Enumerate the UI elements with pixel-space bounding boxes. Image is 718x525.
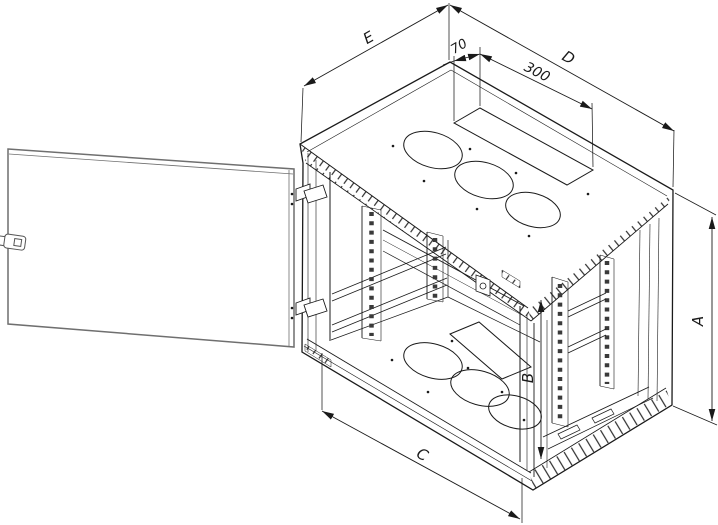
left-wall-bottom-edge [330,296,449,341]
rack-rail-back-left [426,231,444,303]
bottom-panel-screw-holes [390,339,526,422]
dimension-300 [479,53,594,168]
cable-entry-hole-bottom-2 [450,369,510,407]
door-hinge-top [290,183,328,206]
dimension-line [303,4,449,87]
door-top-inner-edge [8,153,294,175]
extension-line [300,87,304,143]
cabinet-interior [330,205,660,450]
bottom-right-vent-band [528,387,671,489]
bottom-panel [390,321,542,430]
vent-slots-front-bevel [300,144,531,321]
dimension-e [300,3,450,143]
dimension-label-a: A [689,316,707,327]
extension-line [672,129,675,188]
cable-entry-hole-top-2 [454,160,514,200]
lock-cylinder [13,237,23,248]
dimensions: E D 70 300 A B C [300,3,718,523]
cabinet-body [299,61,674,491]
right-panel-frame-lines [637,217,660,402]
top-panel-screw-holes [391,144,590,238]
rack-rail-front-left [361,205,382,342]
dimension-a [672,192,718,426]
dimension-tail [442,60,455,66]
rack-rail-front-right [551,276,569,428]
vent-slots-right-bevel [528,190,673,321]
extension-line [672,405,718,426]
extension-line [674,192,717,216]
door-panel [7,148,295,348]
cable-entry-hole-top-1 [403,130,463,170]
dimension-label-e: E [360,27,378,48]
door-hinge-bottom [290,297,328,320]
right-side-struts [567,292,607,354]
rack-rail-back-right [599,254,615,390]
door-lock [0,233,27,251]
door-hinges [290,183,328,320]
extension-line [591,102,594,168]
top-rail-vent-grid [501,269,521,289]
right-bevel-bottom-edge [530,203,669,322]
cable-entry-hole-top-3 [505,191,561,229]
dimension-line [453,53,481,62]
cable-entry-hole-bottom-1 [403,342,463,380]
dimension-label-70: 70 [448,36,470,57]
open-door [0,148,295,348]
front-bevel-bottom-edge [305,162,532,322]
dimension-line [321,410,521,520]
dimension-c [321,353,523,523]
dimension-label-b: B [519,373,537,383]
dimension-label-d: D [559,47,578,68]
back-wall-fitting [475,274,491,297]
back-wall-bottom-edge [447,296,541,343]
front-right-post [519,306,548,477]
dimension-line [479,53,593,110]
cable-entry-cutout-bottom [449,321,532,380]
